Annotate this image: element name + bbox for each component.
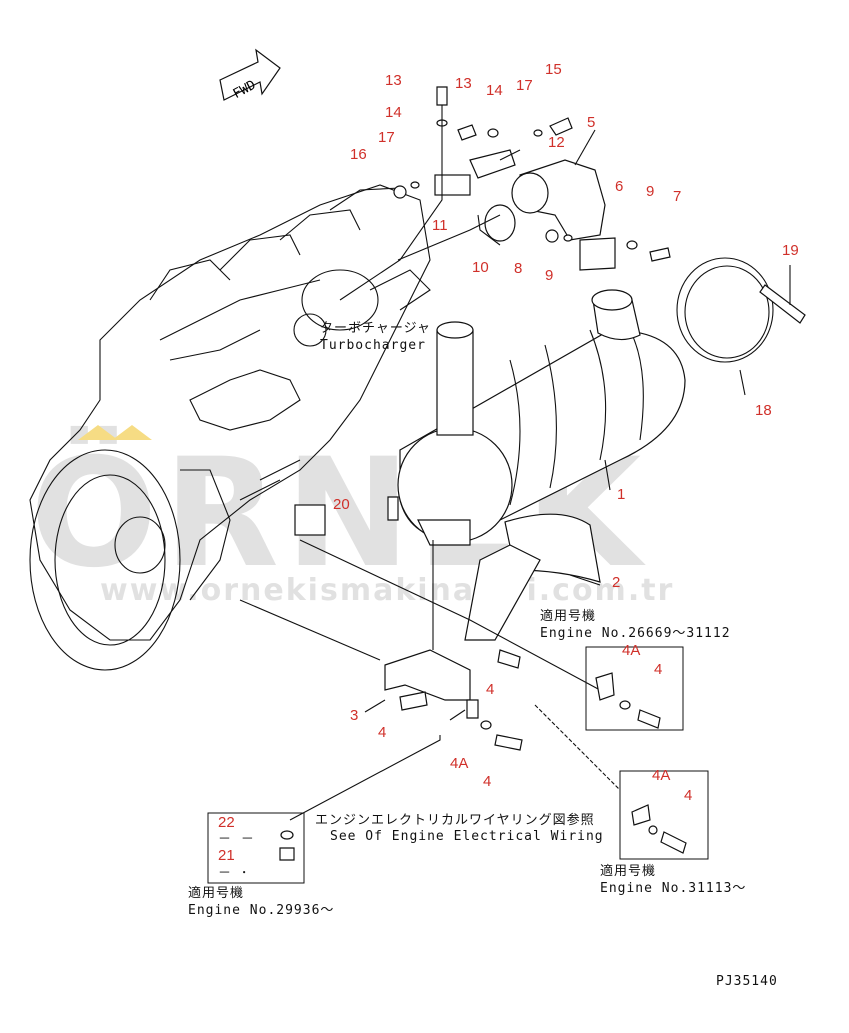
callout-13b: 13 [455,75,472,92]
box3-item-22: 22 [218,814,235,831]
callout-3: 3 [350,707,358,724]
watermark-url: www.ornekismakinalari.com.tr [100,573,674,608]
callout-18: 18 [755,402,772,419]
box3-en: Engine No.29936～ [188,903,334,918]
callout-4b: 4 [486,681,494,698]
callout-16: 16 [350,146,367,163]
callout-1: 1 [617,486,625,503]
callout-4a: 4 [378,724,386,741]
muffler [397,289,686,546]
leader-lines [239,105,791,821]
box1-item-4: 4 [654,661,662,678]
callout-4c: 4 [483,773,491,790]
box2-en: Engine No.31113～ [600,881,746,896]
callout-14b: 14 [486,82,503,99]
box3-jp: 適用号機 [188,885,244,901]
engine-block [29,184,431,671]
callout-4A: 4A [450,755,468,772]
callout-6: 6 [615,178,623,195]
fwd-arrow-icon: FWD [219,48,281,102]
callouts: 13 13 14 17 15 14 12 5 17 16 11 6 9 7 10… [333,61,799,790]
callout-8: 8 [514,260,522,277]
callout-10: 10 [472,259,489,276]
brackets [294,149,541,701]
box3-dash-1: － － [218,832,255,847]
drawing-code: PJ35140 [716,974,778,989]
box2-item-4: 4 [684,787,692,804]
callout-17a: 17 [516,77,533,94]
callout-14a: 14 [385,104,402,121]
box1-jp: 適用号機 [540,608,596,624]
callout-7: 7 [673,188,681,205]
callout-17b: 17 [378,129,395,146]
box3-item-21: 21 [218,847,235,864]
callout-5: 5 [587,114,595,131]
elbow-pipe [484,159,616,271]
wiring-label-en: See Of Engine Electrical Wiring [330,829,604,844]
box3-dash-2: － ･ [218,866,248,881]
box1-item-4a: 4A [622,642,640,659]
callout-20: 20 [333,496,350,513]
watermark-accent [78,425,152,440]
detail-box-3: 22 － － 21 － ･ 適用号機 Engine No.29936～ [188,812,334,918]
callout-9b: 9 [545,267,553,284]
wiring-label-jp: エンジンエレクトリカルワイヤリング図参照 [315,812,595,828]
fasteners [387,86,671,751]
callout-2: 2 [612,574,620,591]
callout-12: 12 [548,134,565,151]
detail-box-2: 4A 4 適用号機 Engine No.31113～ [600,767,746,896]
box2-jp: 適用号機 [600,863,656,879]
band-clamp [676,257,806,363]
callout-13a: 13 [385,72,402,89]
box1-en: Engine No.26669～31112 [540,626,731,641]
turbo-label-jp: ターボチャージャ [320,321,431,336]
detail-box-1: 4A 4 適用号機 Engine No.26669～31112 [540,608,731,731]
callout-11: 11 [432,217,448,234]
turbo-label-en: Turbocharger [320,338,426,353]
callout-9a: 9 [646,183,654,200]
callout-19: 19 [782,242,799,259]
box2-item-4a: 4A [652,767,670,784]
callout-15: 15 [545,61,562,78]
